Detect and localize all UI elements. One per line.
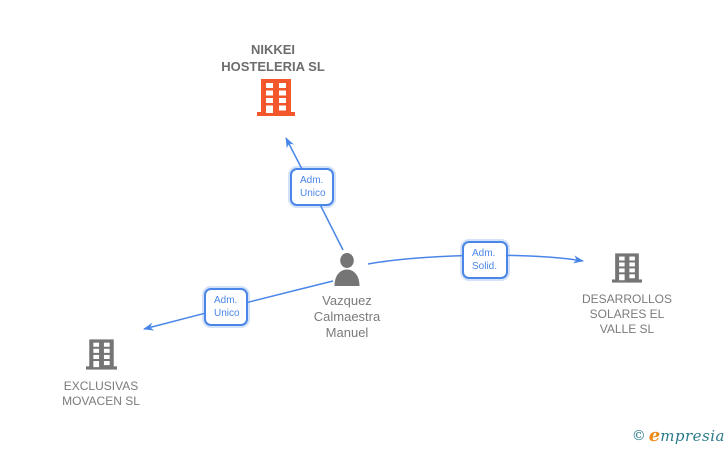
logo-letter-e: e [648, 425, 661, 446]
copyright-symbol: © [631, 428, 646, 444]
building-icon [85, 339, 117, 370]
company-node-nikkei[interactable]: NIKKEI HOSTELERIA SL [203, 41, 343, 121]
empresia-logo[interactable]: ©empresia [632, 425, 725, 446]
building-icon [612, 253, 642, 283]
edge-label-adm-unico-exclusivas: Adm. Unico [204, 288, 248, 326]
logo-text: mpresia [660, 427, 725, 445]
company-node-desarrollos[interactable]: DESARROLLOS SOLARES EL VALLE SL [557, 251, 697, 337]
edge-label-adm-solid-desarrollos: Adm. Solid. [462, 241, 508, 279]
company-name-nikkei: NIKKEI HOSTELERIA SL [221, 42, 325, 74]
edge-label-adm-unico-nikkei: Adm. Unico [290, 168, 334, 206]
company-node-exclusivas[interactable]: EXCLUSIVAS MOVACEN SL [31, 337, 171, 409]
company-name-desarrollos: DESARROLLOS SOLARES EL VALLE SL [581, 292, 673, 336]
building-icon [257, 79, 295, 116]
person-node-vazquez[interactable]: Vazquez Calmaestra Manuel [277, 253, 417, 341]
person-icon [334, 253, 360, 286]
company-name-exclusivas: EXCLUSIVAS MOVACEN SL [62, 379, 140, 408]
person-name: Vazquez Calmaestra Manuel [313, 293, 381, 340]
